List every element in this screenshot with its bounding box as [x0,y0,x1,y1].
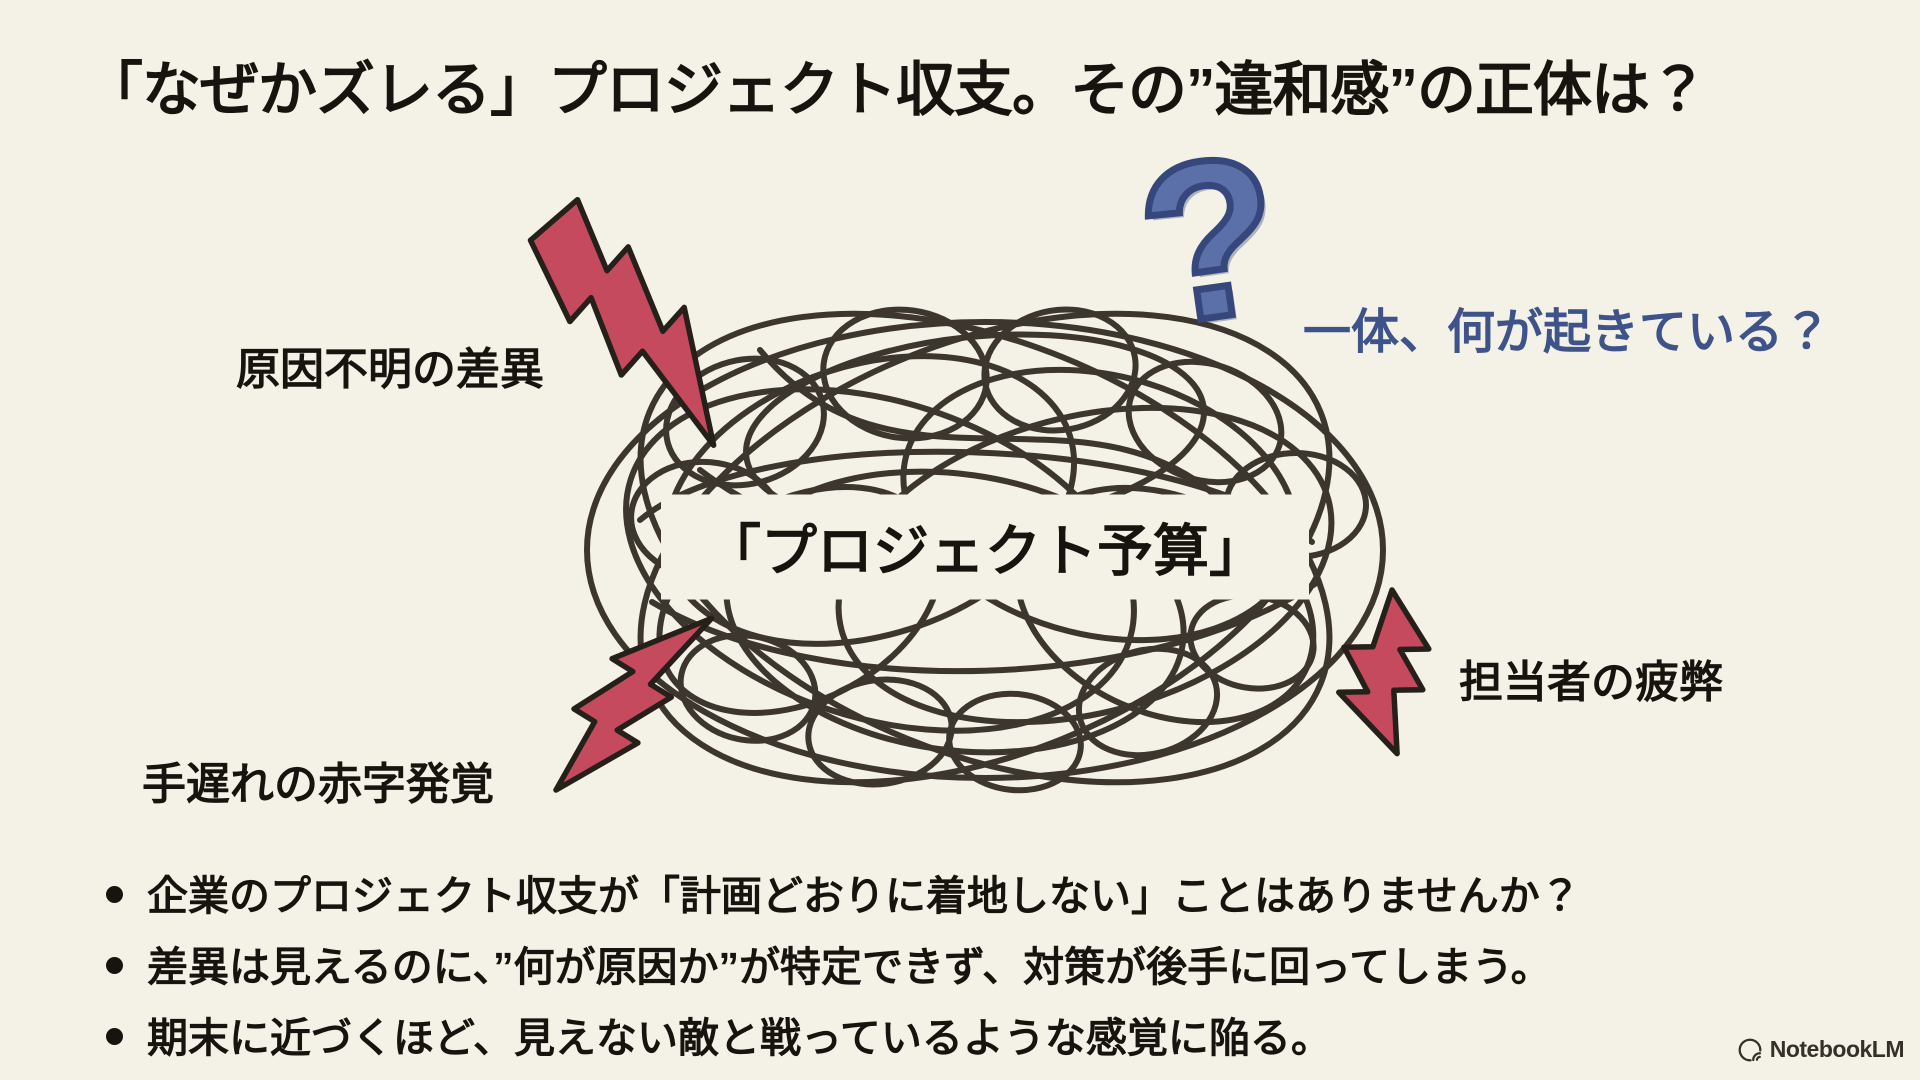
bullet-text: 差異は見えるのに、”何が原因か”が特定できず、対策が後手に回ってしまう。 [147,944,1552,990]
list-item: 期末に近づくほど、見えない敵と戦っているような感覚に陥る。 [106,1004,1581,1064]
slide-title: 「なぜかズレる」プロジェクト収支。その”違和感”の正体は？ [84,57,1708,123]
list-item: 差異は見えるのに、”何が原因か”が特定できず、対策が後手に回ってしまう。 [106,933,1581,993]
bullet-text: 期末に近づくほど、見えない敵と戦っているような感覚に陥る。 [147,1015,1332,1061]
bullet-dot-icon [106,956,123,974]
notebooklm-logo-icon [1738,1038,1762,1061]
list-item: 企業のプロジェクト収支が「計画どおりに着地しない」ことはありませんか？ [106,862,1581,922]
cause-label-late-deficit: 手遅れの赤字発覚 [142,760,494,809]
question-text: 一体、何が起きている？ [1303,306,1832,359]
bullet-text: 企業のプロジェクト収支が「計画どおりに着地しない」ことはありませんか？ [147,873,1581,919]
notebooklm-wordmark: NotebookLM [1769,1036,1905,1062]
bullet-dot-icon [106,885,123,903]
lightning-bolt-bottom-left-icon [553,615,715,793]
notebooklm-watermark: NotebookLM [1737,1036,1905,1063]
bullet-list: 企業のプロジェクト収支が「計画どおりに着地しない」ことはありませんか？ 差異は見… [106,862,1581,1064]
cause-label-staff-fatigue: 担当者の疲弊 [1459,658,1723,707]
cloud-center-label: 「プロジェクト予算」 [661,494,1309,600]
lightning-bolt-top-left-icon [527,196,717,448]
lightning-bolt-right-icon [1336,587,1432,757]
bullet-dot-icon [106,1027,123,1045]
cause-label-unknown-variance: 原因不明の差異 [236,345,544,394]
